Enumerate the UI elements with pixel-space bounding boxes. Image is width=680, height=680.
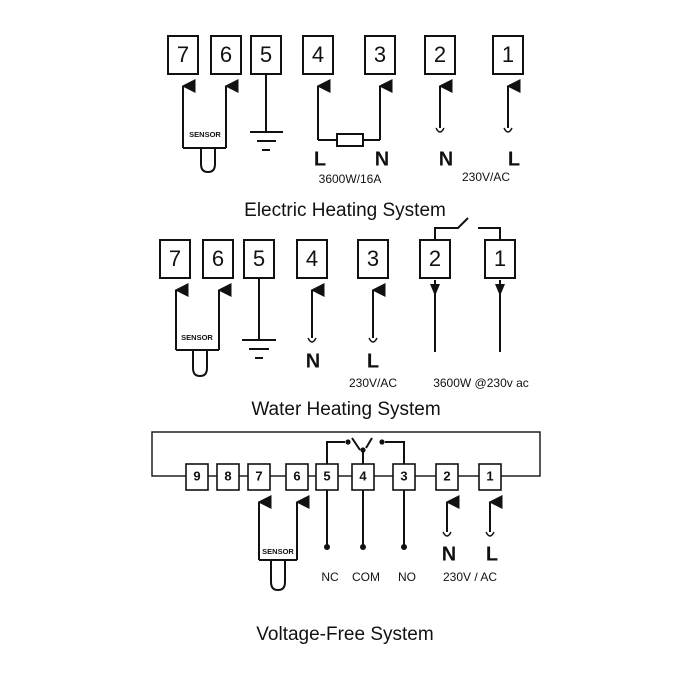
label-N: N [306,350,320,372]
svg-text:5: 5 [323,468,330,483]
terminal-3: 3 [364,35,396,75]
svg-text:5: 5 [260,42,272,67]
svg-text:3: 3 [367,246,379,271]
svg-text:1: 1 [494,246,506,271]
terminal-5: 5 [315,463,339,491]
terminal-3: 3 [357,239,389,279]
arrow-down-1 [495,284,505,296]
terminal-4: 4 [296,239,328,279]
terminal-1: 1 [484,239,516,279]
section-title: Electric Heating System [244,200,446,221]
label-L: L [314,148,326,170]
svg-text:4: 4 [359,468,367,483]
terminal-7: 7 [247,463,271,491]
terminal-6: 6 [210,35,242,75]
wire-break-1 [485,531,495,537]
svg-text:9: 9 [193,468,200,483]
water-heating-section: 7 6 5 4 3 2 1 SENSOR N L [159,217,529,420]
svg-text:3: 3 [400,468,407,483]
voltage-free-section: 9 8 7 6 5 4 3 2 1 NC COM NO [151,431,541,645]
terminal-dot-nc [324,544,330,550]
terminal-6: 6 [285,463,309,491]
terminal-5: 5 [243,239,275,279]
svg-text:7: 7 [255,468,262,483]
svg-text:2: 2 [443,468,450,483]
terminal-2: 2 [424,35,456,75]
supply-voltage: 230V/AC [349,376,397,390]
svg-text:4: 4 [306,246,318,271]
svg-text:4: 4 [312,42,324,67]
terminal-dot-no [401,544,407,550]
svg-text:1: 1 [502,42,514,67]
terminal-1: 1 [478,463,502,491]
svg-text:7: 7 [169,246,181,271]
label-no: NO [398,570,416,584]
label-N-supply: N [439,148,453,170]
supply-voltage: 230V / AC [443,570,497,584]
ground-symbol [242,278,276,359]
svg-text:3: 3 [374,42,386,67]
svg-text:6: 6 [293,468,300,483]
svg-text:6: 6 [220,42,232,67]
svg-text:6: 6 [212,246,224,271]
label-com: COM [352,570,380,584]
svg-text:2: 2 [434,42,446,67]
frame [151,431,541,477]
terminal-1: 1 [492,35,524,75]
sensor-label: SENSOR [189,130,221,139]
supply-voltage: 230V/AC [462,170,510,184]
heater-resistor [336,133,364,147]
terminal-3: 3 [392,463,416,491]
wire-break-2 [442,531,452,537]
terminal-2: 2 [435,463,459,491]
wire-break-2 [435,127,445,133]
wire-break-1 [503,127,513,133]
svg-text:8: 8 [224,468,231,483]
svg-text:2: 2 [429,246,441,271]
terminal-4: 4 [351,463,375,491]
terminal-4: 4 [302,35,334,75]
terminal-5: 5 [250,35,282,75]
terminal-7: 7 [159,239,191,279]
link-2-1 [434,217,501,240]
svg-text:1: 1 [486,468,493,483]
relay-switch [326,437,405,464]
load-rating: 3600W @230v ac [433,376,529,390]
label-N: N [442,543,456,565]
section-title: Water Heating System [251,399,440,420]
terminal-8: 8 [216,463,240,491]
arrow-down-2 [430,284,440,296]
sensor-bulb [200,148,216,174]
sensor-label: SENSOR [181,333,213,342]
terminal-2: 2 [419,239,451,279]
terminal-dot-com [360,544,366,550]
wire-break-4 [307,337,317,343]
section-title: Voltage-Free System [256,624,433,645]
label-L: L [486,543,498,565]
svg-text:7: 7 [177,42,189,67]
svg-text:5: 5 [253,246,265,271]
label-L-supply: L [508,148,520,170]
ground-symbol [250,74,283,151]
label-N: N [375,148,389,170]
label-L: L [367,350,379,372]
terminal-7: 7 [167,35,199,75]
terminal-9: 9 [185,463,209,491]
label-nc: NC [321,570,339,584]
sensor-label: SENSOR [262,547,294,556]
wire-break-3 [368,337,378,343]
electric-heating-section: 7 6 5 4 3 2 1 SENSOR L N N L [167,35,524,221]
sensor-bulb [270,560,286,592]
terminal-6: 6 [202,239,234,279]
load-rating: 3600W/16A [319,172,382,186]
sensor-bulb [192,350,208,378]
